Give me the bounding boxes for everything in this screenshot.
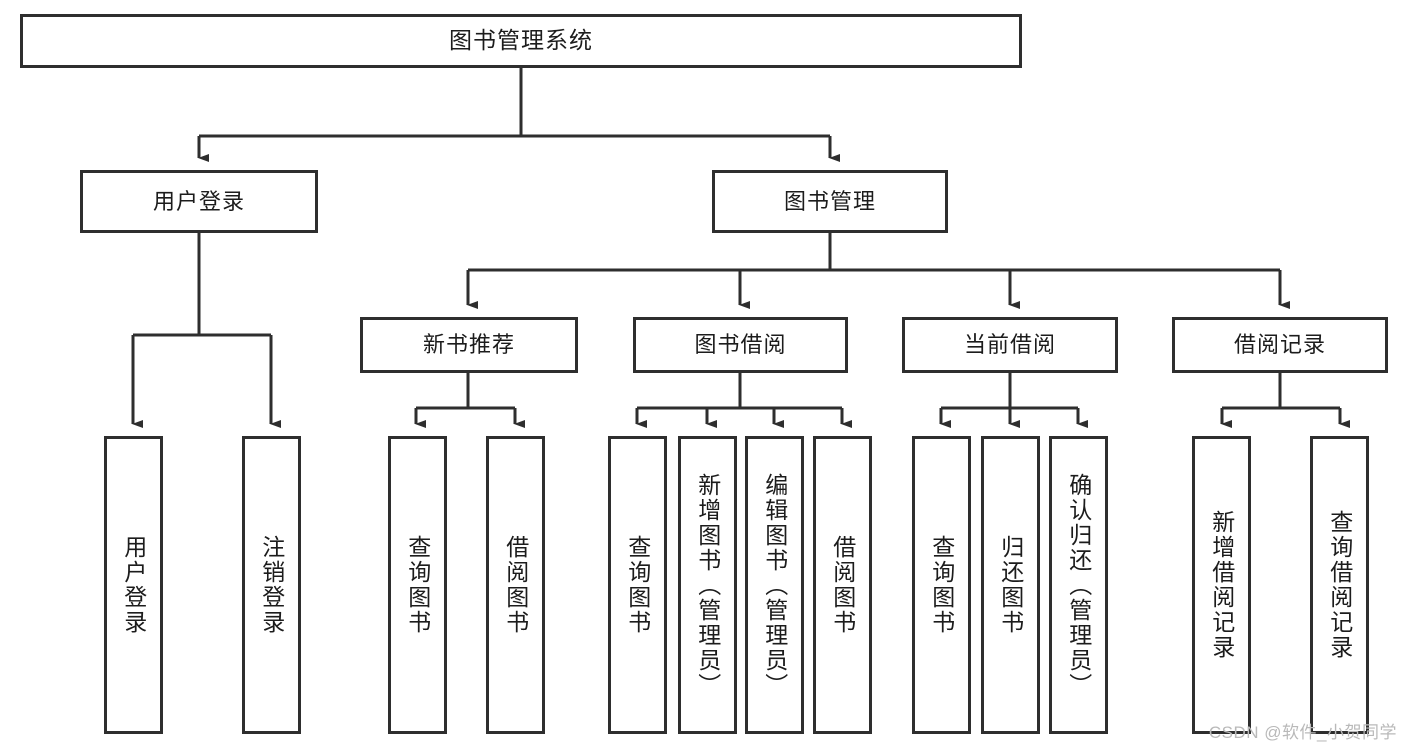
node-label: 新书推荐 [422, 332, 515, 358]
leaf-confirm-return-admin[interactable]: 确认归还（管理员） [1049, 436, 1108, 734]
node-label: 编辑图书（管理员） [761, 472, 788, 698]
node-book-management[interactable]: 图书管理 [712, 170, 948, 233]
leaf-logout[interactable]: 注销登录 [242, 436, 301, 734]
node-label: 借阅记录 [1233, 332, 1326, 358]
node-current-borrowing[interactable]: 当前借阅 [902, 317, 1118, 373]
node-label: 确认归还（管理员） [1065, 472, 1092, 698]
node-label: 用户登录 [152, 188, 245, 214]
node-book-borrowing[interactable]: 图书借阅 [633, 317, 848, 373]
node-borrowing-records[interactable]: 借阅记录 [1172, 317, 1388, 373]
node-label: 归还图书 [997, 535, 1024, 635]
node-label: 查询借阅记录 [1326, 510, 1353, 660]
leaf-add-borrow-record[interactable]: 新增借阅记录 [1192, 436, 1251, 734]
node-label: 图书管理 [783, 188, 876, 214]
node-label: 新增借阅记录 [1208, 510, 1235, 660]
node-label: 查询图书 [404, 535, 431, 635]
node-new-book-recommendation[interactable]: 新书推荐 [360, 317, 578, 373]
node-root-book-management-system[interactable]: 图书管理系统 [20, 14, 1022, 68]
node-user-login[interactable]: 用户登录 [80, 170, 318, 233]
leaf-query-books-current[interactable]: 查询图书 [912, 436, 971, 734]
leaf-borrow-books[interactable]: 借阅图书 [813, 436, 872, 734]
leaf-user-login[interactable]: 用户登录 [104, 436, 163, 734]
leaf-query-borrow-record[interactable]: 查询借阅记录 [1310, 436, 1369, 734]
node-label: 查询图书 [624, 535, 651, 635]
leaf-borrow-books-recommendation[interactable]: 借阅图书 [486, 436, 545, 734]
leaf-query-books-recommendation[interactable]: 查询图书 [388, 436, 447, 734]
leaf-query-books-borrowing[interactable]: 查询图书 [608, 436, 667, 734]
node-label: 新增图书（管理员） [694, 472, 721, 698]
node-label: 图书借阅 [694, 332, 787, 358]
node-label: 查询图书 [928, 535, 955, 635]
csdn-watermark: CSDN @软件_小贺同学 [1208, 723, 1397, 742]
node-label: 借阅图书 [502, 535, 529, 635]
leaf-return-books[interactable]: 归还图书 [981, 436, 1040, 734]
node-label: 当前借阅 [963, 332, 1056, 358]
node-label: 图书管理系统 [449, 27, 593, 54]
node-label: 注销登录 [258, 535, 285, 635]
node-label: 用户登录 [120, 535, 147, 635]
node-label: 借阅图书 [829, 535, 856, 635]
leaf-add-book-admin[interactable]: 新增图书（管理员） [678, 436, 737, 734]
leaf-edit-book-admin[interactable]: 编辑图书（管理员） [745, 436, 804, 734]
